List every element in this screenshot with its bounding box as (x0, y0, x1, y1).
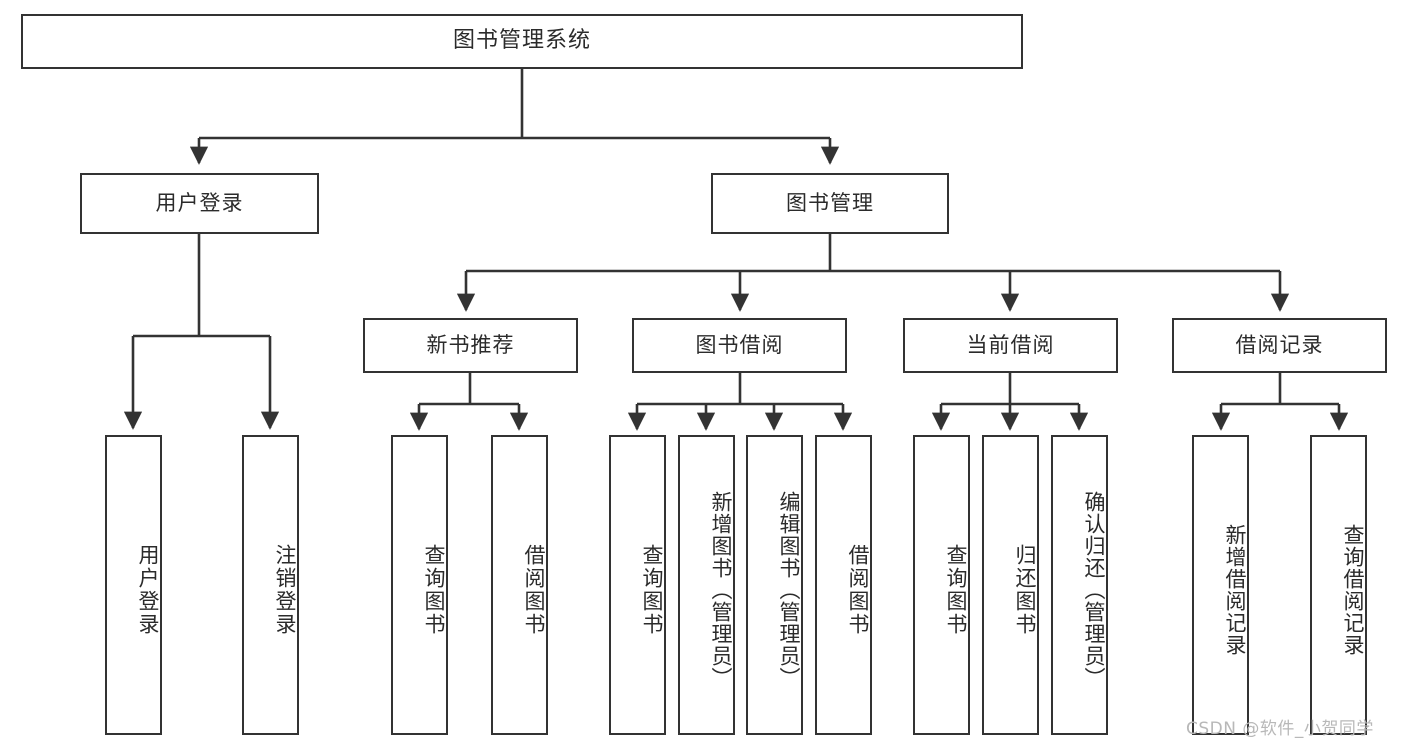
node-label: 注销登录 (273, 544, 297, 636)
node-label: 图书借阅 (695, 332, 784, 357)
node-leaf-add-book-admin[interactable]: 新增图书（管理员） (678, 435, 735, 735)
node-leaf-add-borrow-record[interactable]: 新增借阅记录 (1192, 435, 1249, 735)
node-label: 查询图书 (422, 544, 446, 636)
node-leaf-logout[interactable]: 注销登录 (242, 435, 299, 735)
node-label: 归还图书 (1013, 544, 1037, 636)
node-book-management[interactable]: 图书管理 (711, 173, 949, 234)
node-label: 图书管理系统 (452, 28, 591, 54)
node-leaf-query-borrow-record[interactable]: 查询借阅记录 (1310, 435, 1367, 735)
node-root-book-management-system[interactable]: 图书管理系统 (21, 14, 1023, 69)
node-label: 查询图书 (944, 544, 968, 636)
node-leaf-query-books-borrow[interactable]: 查询图书 (609, 435, 666, 735)
node-leaf-return-books[interactable]: 归还图书 (982, 435, 1039, 735)
node-label: 借阅图书 (522, 544, 546, 636)
node-user-login[interactable]: 用户登录 (80, 173, 319, 234)
node-leaf-edit-book-admin[interactable]: 编辑图书（管理员） (746, 435, 803, 735)
node-label: 借阅记录 (1235, 332, 1324, 357)
node-current-borrowing[interactable]: 当前借阅 (903, 318, 1118, 373)
node-label: 查询借阅记录 (1341, 524, 1365, 656)
node-leaf-query-books-current[interactable]: 查询图书 (913, 435, 970, 735)
node-label: 图书管理 (786, 190, 874, 215)
node-book-borrowing[interactable]: 图书借阅 (632, 318, 847, 373)
node-label: 查询图书 (640, 544, 664, 636)
node-leaf-borrow-books-newbook[interactable]: 借阅图书 (491, 435, 548, 735)
node-label: 编辑图书（管理员） (777, 491, 801, 689)
node-label: 新增图书（管理员） (709, 491, 733, 689)
node-leaf-confirm-return-admin[interactable]: 确认归还（管理员） (1051, 435, 1108, 735)
node-label: 当前借阅 (966, 332, 1055, 357)
node-borrow-records[interactable]: 借阅记录 (1172, 318, 1387, 373)
node-label: 确认归还（管理员） (1082, 491, 1106, 689)
node-label: 用户登录 (136, 544, 160, 636)
node-new-book-recommendation[interactable]: 新书推荐 (363, 318, 578, 373)
node-label: 新增借阅记录 (1223, 524, 1247, 656)
watermark: CSDN @软件_小贺同学 (1186, 719, 1374, 739)
node-label: 新书推荐 (426, 332, 515, 357)
node-label: 借阅图书 (846, 544, 870, 636)
node-leaf-query-books-newbook[interactable]: 查询图书 (391, 435, 448, 735)
node-leaf-user-login[interactable]: 用户登录 (105, 435, 162, 735)
node-label: 用户登录 (155, 190, 244, 215)
node-leaf-borrow-books[interactable]: 借阅图书 (815, 435, 872, 735)
